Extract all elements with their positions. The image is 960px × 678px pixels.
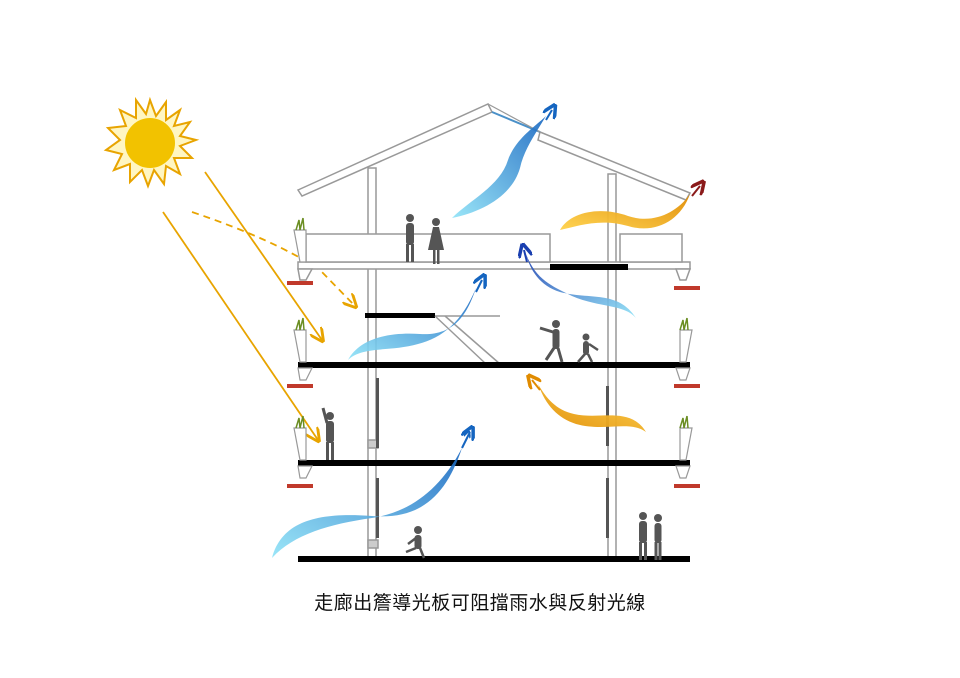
person-silhouette-icon [639, 512, 647, 560]
planter-left-3 [287, 317, 313, 388]
person-silhouette-icon [321, 407, 334, 460]
person-silhouette-icon [577, 333, 599, 363]
floor-slab-3 [298, 362, 690, 368]
sunlight-rays [162, 171, 355, 440]
airflow-roof-exhaust [452, 110, 552, 218]
floor-slabs [298, 362, 690, 562]
airflow-corridor-return [524, 250, 636, 318]
stair-landing [365, 313, 435, 318]
person-silhouette-icon [539, 320, 564, 363]
balcony-planters [287, 217, 700, 488]
planter-left-roof [287, 217, 313, 285]
roof-terrace [297, 233, 692, 281]
mezzanine-slab-right [550, 264, 628, 270]
person-silhouette-icon [405, 526, 426, 559]
ground-slab [298, 556, 690, 562]
planter-right-3 [674, 317, 700, 388]
potted-plant-icon [295, 317, 305, 331]
people [321, 214, 662, 560]
planter-right-2 [674, 415, 700, 488]
planter-left-2 [287, 415, 313, 488]
person-silhouette-icon [406, 214, 414, 262]
airflow-warm-return [532, 380, 646, 432]
terrace-slab [297, 261, 691, 270]
terrace-parapet-right [619, 233, 683, 263]
airflow-warm-exhaust [560, 186, 700, 230]
potted-plant-icon [295, 415, 305, 429]
potted-plant-icon [295, 217, 305, 231]
airflow-ribbons [272, 110, 700, 558]
person-silhouette-icon [428, 218, 444, 264]
sunlight-ray-lower [162, 211, 318, 440]
potted-plant-icon [679, 317, 689, 331]
planter-right-roof [674, 286, 700, 290]
eave-bracket-right [674, 268, 692, 281]
potted-plant-icon [679, 415, 689, 429]
sunlight-ray-upper [204, 171, 322, 340]
diagram-caption: 走廊出簷導光板可阻擋雨水與反射光線 [314, 592, 646, 614]
eave-bracket-left [297, 268, 314, 281]
floor-slab-2 [298, 460, 690, 466]
person-silhouette-icon [654, 514, 662, 560]
sun-icon [103, 96, 200, 189]
airflow-third-floor [348, 280, 482, 360]
terrace-parapet-left [305, 233, 551, 263]
airflow-ground-floor [272, 432, 470, 558]
roof-left-slope [296, 103, 494, 197]
